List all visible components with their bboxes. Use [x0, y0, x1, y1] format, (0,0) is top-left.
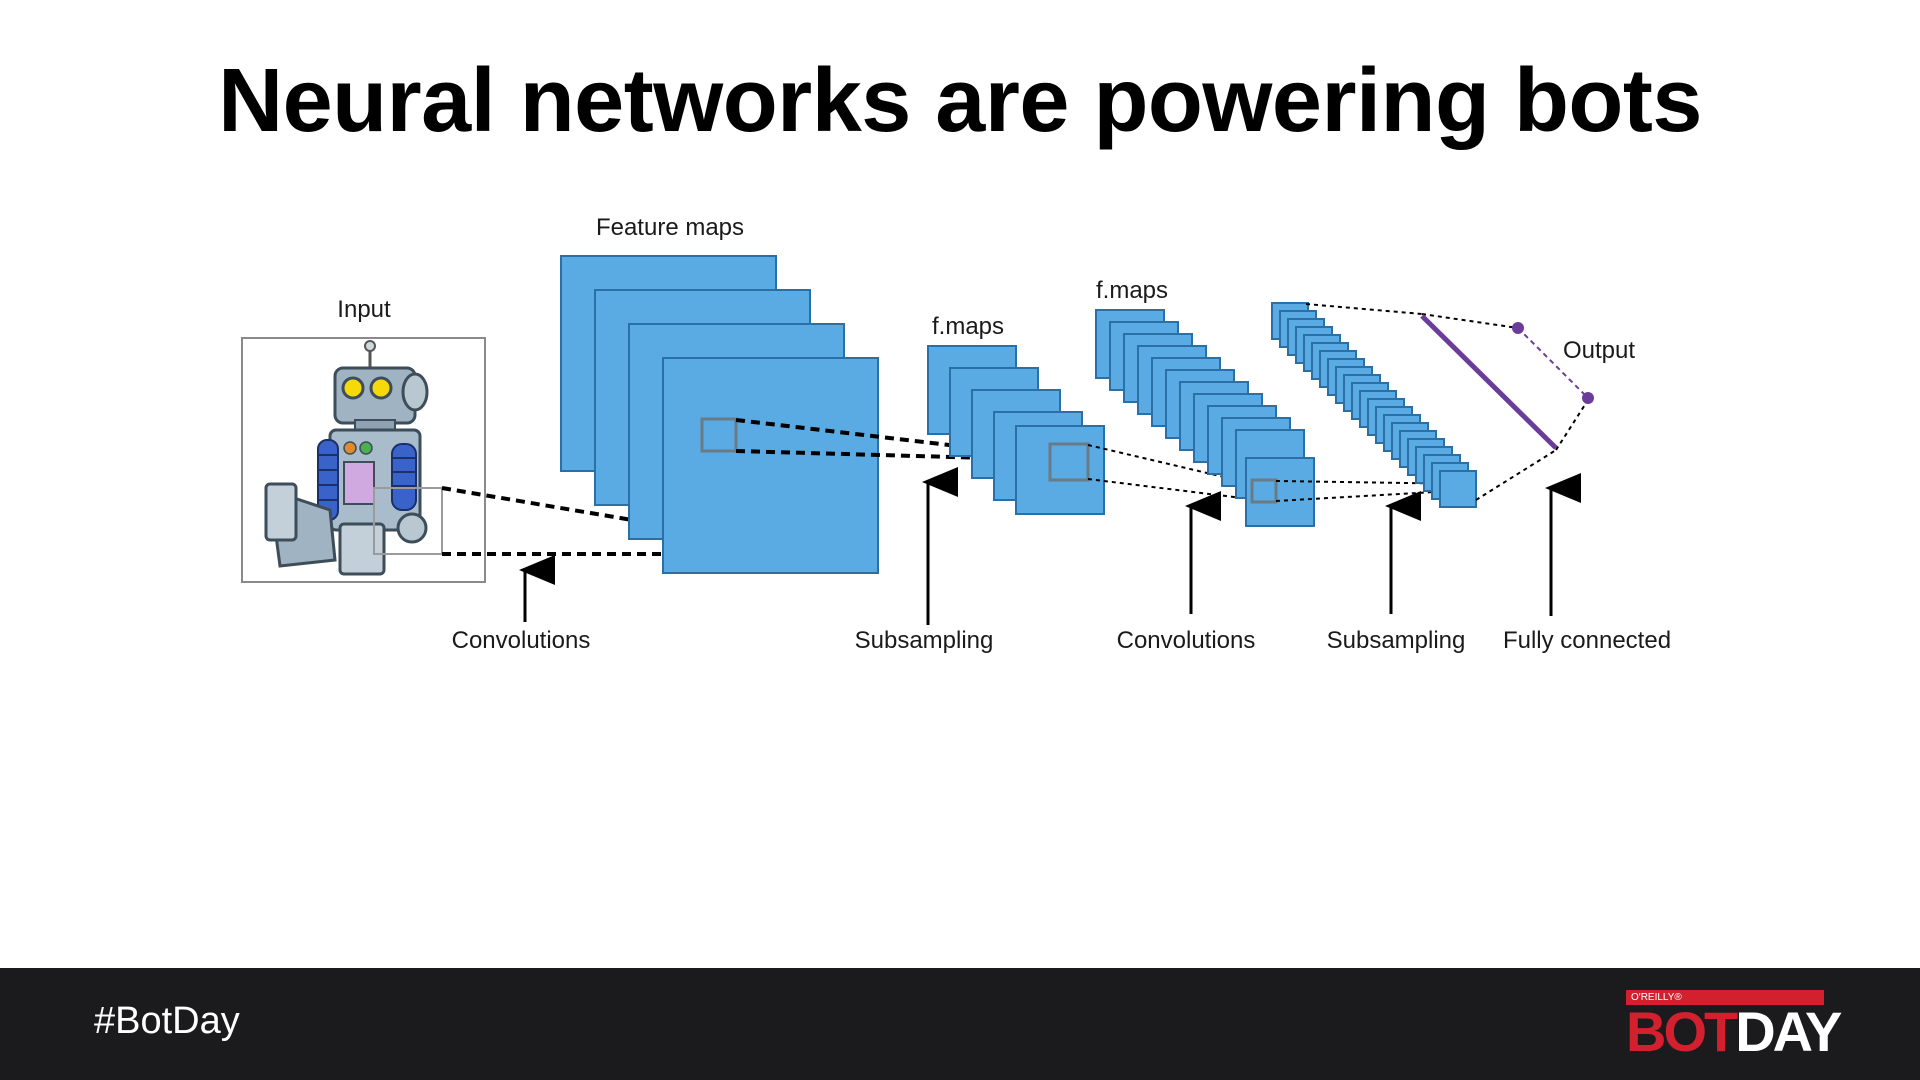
input-label: Input — [337, 296, 391, 323]
cnn-diagram: Input Feature — [241, 214, 1671, 654]
logo-oreilly-bar: O'REILLY® — [1626, 990, 1824, 1005]
output-node — [1512, 322, 1524, 334]
event-hashtag: #BotDay — [94, 1000, 240, 1042]
stage-label-convolutions: Convolutions — [452, 627, 591, 654]
logo-wordmark: BOTDAY — [1626, 1000, 1842, 1063]
feature-map — [662, 357, 879, 574]
stage-label-subsampling: Subsampling — [855, 627, 994, 654]
botday-logo: O'REILLY® BOTDAY — [1626, 990, 1842, 1062]
footer-bar: #BotDay O'REILLY® BOTDAY — [0, 968, 1920, 1080]
fmaps-label-2: f.maps — [1096, 277, 1168, 304]
feature-maps-label: Feature maps — [596, 214, 744, 241]
stage-label-subsampling: Subsampling — [1327, 627, 1466, 654]
output-connection — [1517, 327, 1589, 399]
fully-connected-layer — [1420, 314, 1558, 450]
output-label: Output — [1563, 337, 1635, 364]
fmap-receptive-field — [1250, 478, 1278, 504]
connection-line — [1305, 303, 1423, 315]
connection-line — [1475, 449, 1557, 501]
fmaps-label-1: f.maps — [932, 313, 1004, 340]
slide-title: Neural networks are powering bots — [218, 51, 1702, 151]
connection-line — [1421, 313, 1519, 329]
feature-map-stack — [1095, 309, 1315, 527]
stage-label-fully-connected: Fully connected — [1503, 627, 1671, 654]
logo-day-text: DAY — [1735, 1000, 1842, 1063]
robot-icon — [264, 340, 429, 576]
fmap-receptive-field — [1048, 442, 1090, 482]
connection-line — [1555, 399, 1589, 451]
logo-bot-text: BOT — [1626, 1000, 1738, 1063]
feature-map-receptive-field — [700, 417, 738, 453]
stage-label-convolutions: Convolutions — [1117, 627, 1256, 654]
feature-map-stack — [1271, 302, 1477, 508]
input-receptive-field — [373, 487, 443, 555]
output-node — [1582, 392, 1594, 404]
feature-map — [1015, 425, 1105, 515]
